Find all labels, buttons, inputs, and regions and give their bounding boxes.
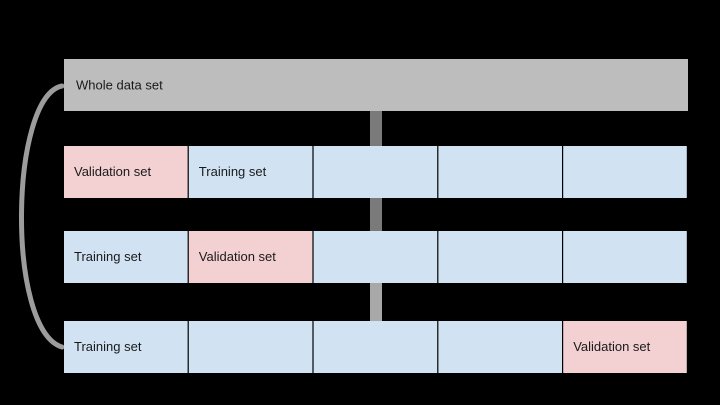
training-segment [313, 321, 438, 373]
whole-data-set-bar: Whole data set [64, 59, 688, 111]
loop-connector [19, 83, 65, 350]
training-segment [188, 146, 313, 198]
training-set-label: Training set [199, 164, 267, 179]
training-segment [64, 231, 188, 283]
training-segment [313, 231, 438, 283]
validation-segment [64, 146, 188, 198]
training-segment [313, 146, 438, 198]
training-segment [563, 146, 687, 198]
whole-data-set-box [64, 59, 688, 111]
training-set-label: Training set [74, 249, 142, 264]
training-segment [64, 321, 188, 373]
training-set-label: Training set [74, 339, 142, 354]
validation-segment [563, 321, 687, 373]
validation-set-label: Validation set [74, 164, 151, 179]
fold-row-2: Training set Validation set [64, 231, 687, 283]
whole-data-set-label: Whole data set [76, 77, 163, 92]
fold-row-3: Training set Validation set [64, 321, 687, 373]
training-segment [563, 231, 687, 283]
training-segment [438, 231, 562, 283]
validation-set-label: Validation set [573, 339, 650, 354]
training-segment [438, 321, 562, 373]
fold-row-1: Validation set Training set [64, 146, 687, 198]
connector-fold-1-to-fold-2 [370, 197, 382, 233]
connector-whole-to-fold-1 [370, 110, 382, 148]
connector-fold-2-to-fold-3 [370, 281, 382, 321]
validation-segment [188, 231, 313, 283]
training-segment [188, 321, 313, 373]
validation-set-label: Validation set [199, 249, 276, 264]
training-segment [438, 146, 562, 198]
